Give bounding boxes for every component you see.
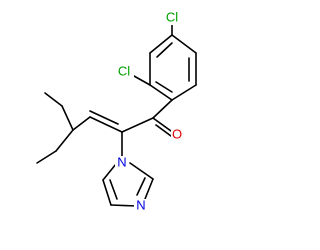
ring-bond [149, 84, 173, 101]
ring-bond [171, 34, 197, 54]
chlorine-label-ortho: Cl [118, 63, 130, 78]
nitrogen-label-n1: N [117, 154, 126, 169]
imidazole-bond [129, 162, 154, 180]
aryl-carbonyl-bond [152, 99, 173, 119]
imidazole-bond [136, 177, 146, 196]
alkene-bond [89, 110, 119, 125]
alkyl-bond [55, 129, 74, 152]
alkene-bond [89, 116, 123, 133]
imidazole-bond [102, 179, 112, 206]
carbonyl-bond [155, 124, 172, 137]
carbonyl-alkene-bond [121, 117, 154, 133]
ring-bond [155, 81, 173, 93]
alkyl-bond [61, 105, 74, 131]
alkyl-bond [44, 92, 63, 107]
chlorine-label-top: Cl [166, 9, 178, 24]
bond-lines [36, 23, 197, 207]
oxygen-label: O [172, 126, 182, 141]
ring-bond [149, 34, 173, 54]
alkyl-bond [36, 150, 57, 164]
imidazole-bond [109, 179, 118, 200]
nitrogen-label-n3: N [136, 197, 145, 212]
ring-bond [171, 84, 197, 101]
ring-bond [156, 42, 173, 58]
atom-labels: Cl Cl O N N [114, 9, 183, 213]
alkyl-bond [72, 116, 91, 131]
imidazole-bond [144, 178, 154, 200]
c-cl-bond [133, 75, 151, 86]
chemical-structure: Cl Cl O N N [36, 9, 197, 213]
imidazole-bond [102, 163, 117, 181]
carbonyl-bond [152, 117, 172, 132]
imidazole-bond [110, 204, 138, 207]
